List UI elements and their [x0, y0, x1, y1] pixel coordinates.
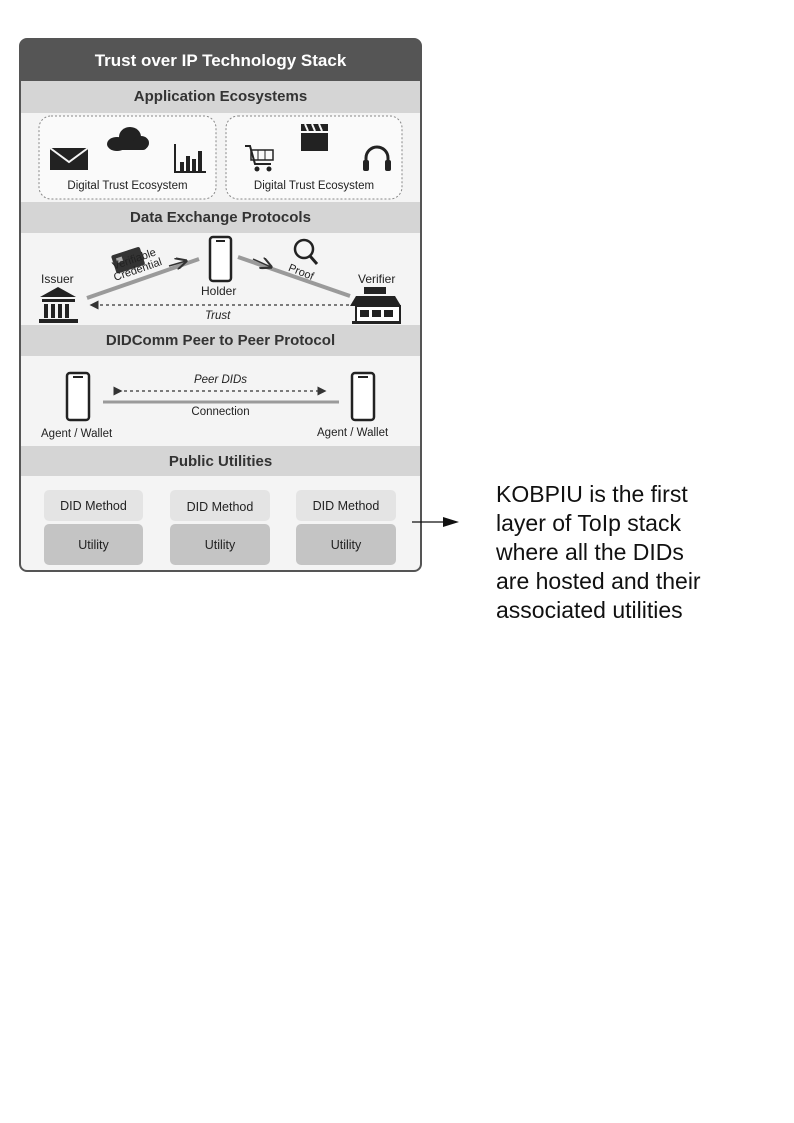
did-method-box-3 — [296, 490, 396, 521]
band-application — [21, 81, 420, 113]
annotation-text: KOBPIU is the first layer of ToIp stack … — [496, 481, 701, 623]
ecosystem-box-right — [225, 115, 403, 200]
credential-card-icon — [111, 247, 145, 274]
utility-label-1: Utility — [78, 538, 109, 552]
agent-wallet-label-right: Agent / Wallet — [317, 427, 389, 439]
band-data-exchange — [21, 202, 420, 233]
band-didcomm — [21, 325, 420, 356]
band-public-utilities — [21, 446, 420, 476]
holder-label: Holder — [201, 284, 237, 298]
clapperboard-icon — [301, 123, 328, 151]
did-method-label-3: DID Method — [312, 499, 380, 513]
issuer-label: Issuer — [41, 272, 74, 286]
utility-box-3 — [296, 524, 396, 565]
ecosystem-box-left — [38, 115, 217, 200]
stack-header — [20, 39, 421, 81]
ecosystem-label-left: Digital Trust Ecosystem — [67, 180, 188, 192]
did-method-box-1 — [44, 490, 143, 521]
envelope-icon — [49, 147, 89, 170]
utility-label-2: Utility — [204, 538, 236, 552]
layer-title-public-utilities: Public Utilities — [168, 453, 273, 470]
holder-phone-icon — [208, 235, 233, 283]
utility-box-2 — [170, 524, 270, 565]
trust-label: Trust — [205, 310, 231, 322]
bar-chart-icon — [174, 144, 206, 173]
bank-building-icon — [39, 287, 78, 323]
did-method-box-2 — [170, 490, 270, 521]
did-method-label-2: DID Method — [186, 500, 254, 514]
shop-icon — [350, 287, 401, 324]
toip-stack-drawing — [19, 38, 422, 572]
ecosystem-label-right: Digital Trust Ecosystem — [253, 180, 375, 192]
proof-arrow — [252, 259, 271, 267]
toip-stack-figure: Trust over IP Technology Stack Applicati… — [19, 38, 422, 572]
proof-flow-line — [237, 255, 351, 298]
utility-box-1 — [44, 524, 143, 565]
peer-dids-label: Peer DIDs — [193, 374, 248, 386]
stack-title: Trust over IP Technology Stack — [94, 51, 347, 70]
agent-phone-right-icon — [350, 371, 376, 422]
connection-label: Connection — [191, 406, 250, 418]
layer-title-data-exchange: Data Exchange Protocols — [130, 209, 311, 226]
agent-phone-left-icon — [65, 371, 91, 422]
utility-label-3: Utility — [330, 538, 362, 552]
shopping-cart-icon — [245, 145, 274, 172]
cloud-icon — [107, 127, 149, 151]
did-method-label-1: DID Method — [60, 499, 127, 513]
headphones-icon — [363, 145, 391, 171]
issue-arrow — [168, 261, 186, 266]
layer-title-application: Application Ecosystems — [133, 88, 308, 105]
agent-wallet-label-left: Agent / Wallet — [41, 428, 113, 440]
layer-title-didcomm: DIDComm Peer to Peer Protocol — [105, 332, 336, 349]
pointer-arrow — [412, 517, 459, 527]
magnifier-icon — [293, 238, 319, 265]
verifier-label: Verifier — [358, 272, 396, 286]
